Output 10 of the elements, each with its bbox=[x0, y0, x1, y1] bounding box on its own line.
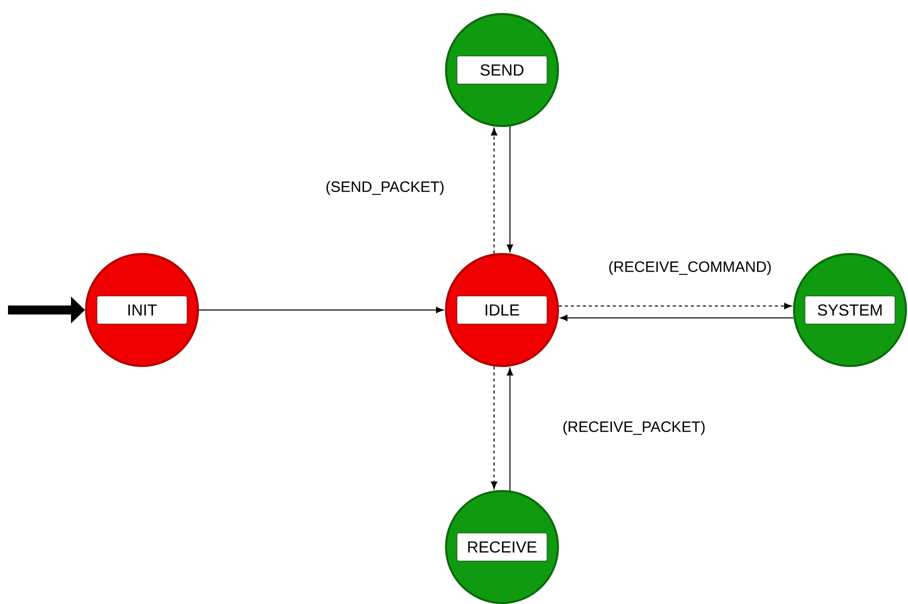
edge-label: (SEND_PACKET) bbox=[324, 179, 446, 197]
edge-label: (RECEIVE_PACKET) bbox=[560, 419, 708, 437]
transition-arrow bbox=[198, 306, 444, 314]
transition-arrow bbox=[490, 128, 498, 254]
transition-arrow bbox=[506, 126, 514, 252]
transition-arrow bbox=[558, 302, 792, 310]
transition-arrow bbox=[560, 314, 794, 322]
transition-arrow bbox=[506, 368, 514, 492]
edge-label: (RECEIVE_COMMAND) bbox=[606, 259, 774, 277]
transition-arrow bbox=[490, 366, 498, 490]
